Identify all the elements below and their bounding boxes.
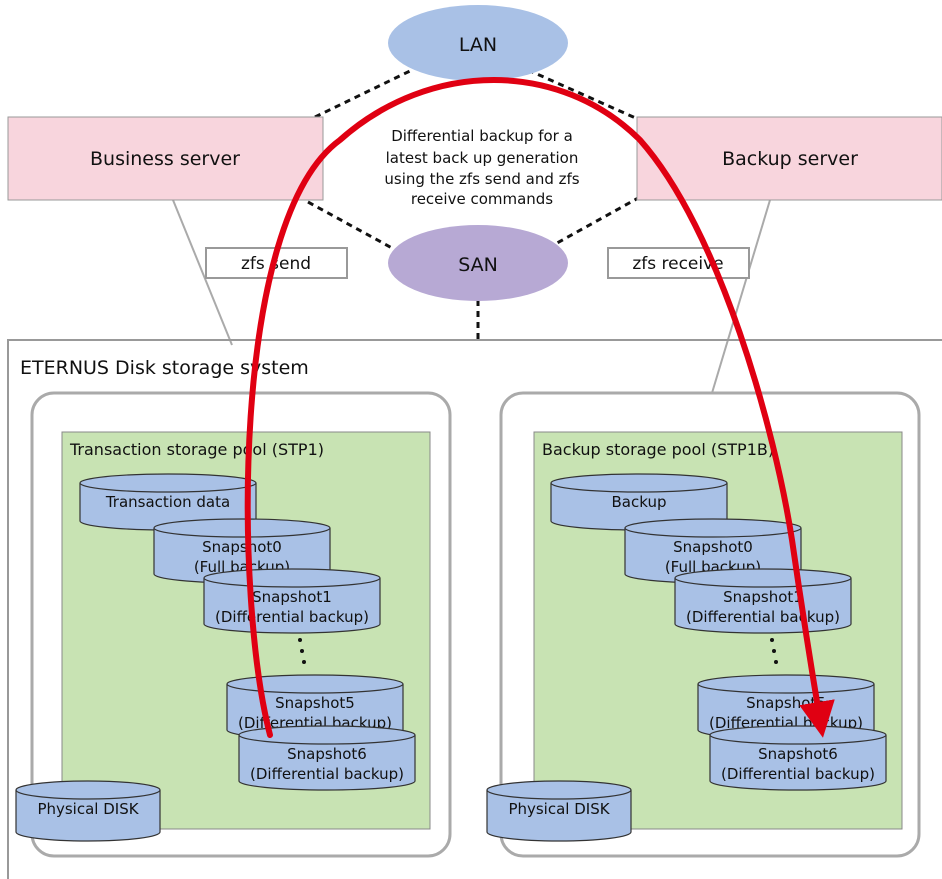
storage-system-box: ETERNUS Disk storage system	[7, 339, 942, 879]
backup-snapshot1-cylinder-label-1: Snapshot1	[723, 588, 803, 606]
san-cloud: SAN	[388, 225, 568, 301]
network-links	[307, 68, 641, 340]
backup-snapshot1-cylinder-label-2: (Differential backup)	[686, 608, 840, 626]
transaction-snapshot6-cylinder-label-2: (Differential backup)	[250, 765, 404, 783]
snapshot-ellipsis-right	[770, 638, 778, 664]
backup-physical-disk-cylinder: Physical DISK	[486, 780, 632, 842]
backup-snapshot0-cylinder-label-1: Snapshot0	[673, 538, 753, 556]
note-line-3: using the zfs send and zfs	[384, 170, 579, 188]
backup-to-storage-line	[711, 199, 771, 394]
transaction-base-cylinder-label-1: Transaction data	[105, 493, 230, 511]
backup-base-cylinder-label-1: Backup	[612, 493, 667, 511]
backup-server-label: Backup server	[722, 148, 858, 170]
business-to-storage-line	[172, 199, 233, 346]
backup-pool-title: Backup storage pool (STP1B)	[542, 440, 774, 459]
transaction-snapshot6-cylinder-label-1: Snapshot6	[287, 745, 367, 763]
transaction-pool-title: Transaction storage pool (STP1)	[69, 440, 324, 459]
transaction-snapshot1-cylinder-label-1: Snapshot1	[252, 588, 332, 606]
lan-label: LAN	[459, 34, 497, 56]
zfs-receive-label: zfs receive	[632, 254, 723, 274]
backup-flow-arrow	[244, 77, 835, 738]
transaction-snapshot1-cylinder-label-2: (Differential backup)	[215, 608, 369, 626]
transaction-snapshot6-cylinder: Snapshot6 (Differential backup)	[238, 725, 416, 791]
backup-snapshot6-cylinder-label-1: Snapshot6	[758, 745, 838, 763]
storage-system-title: ETERNUS Disk storage system	[20, 357, 309, 379]
backup-snapshot1-cylinder: Snapshot1 (Differential backup)	[674, 568, 852, 634]
backup-physical-disk-cylinder-label-1: Physical DISK	[508, 800, 610, 818]
transaction-physical-disk-cylinder: Physical DISK	[15, 780, 161, 842]
transaction-snapshot0-cylinder-label-1: Snapshot0	[202, 538, 282, 556]
san-label: SAN	[458, 254, 498, 276]
transaction-snapshot1-cylinder: Snapshot1 (Differential backup)	[203, 568, 381, 634]
lan-cloud: LAN	[388, 5, 568, 81]
backup-snapshot6-cylinder: Snapshot6 (Differential backup)	[709, 725, 887, 791]
business-server-label: Business server	[90, 148, 240, 170]
backup-server-box: Backup server	[636, 116, 942, 201]
transaction-base-cylinder: Transaction data	[79, 473, 257, 531]
backup-base-cylinder: Backup	[550, 473, 728, 531]
zfs-receive-box: zfs receive	[607, 247, 750, 279]
note-line-4: receive commands	[411, 190, 553, 208]
transaction-snapshot5-cylinder-label-1: Snapshot5	[275, 694, 355, 712]
note-line-1: Differential backup for a	[391, 127, 573, 145]
backup-note: Differential backup for a latest back up…	[384, 127, 579, 208]
transaction-physical-disk-cylinder-label-1: Physical DISK	[37, 800, 139, 818]
snapshot-ellipsis-left	[298, 638, 306, 664]
note-line-2: latest back up generation	[386, 149, 579, 167]
business-server-box: Business server	[7, 116, 324, 201]
backup-snapshot6-cylinder-label-2: (Differential backup)	[721, 765, 875, 783]
